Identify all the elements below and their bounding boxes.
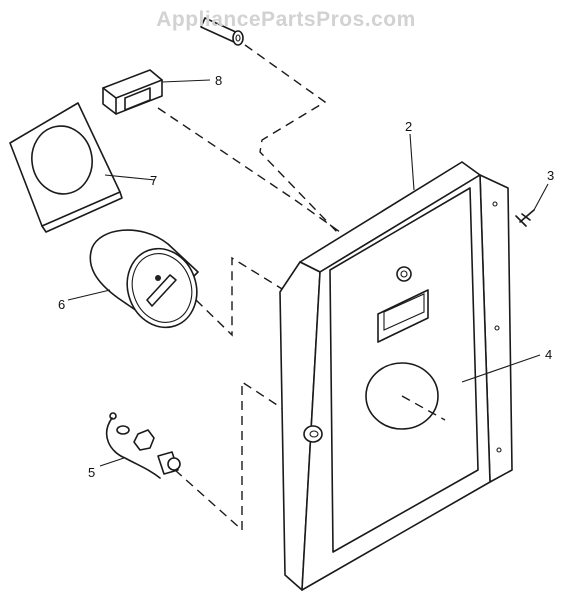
part-3-screw [515,183,549,227]
callout-5: 5 [88,465,95,480]
part-2-control-panel [279,161,513,591]
part-5-wire-assembly [99,412,181,479]
part-4-leader [461,354,541,383]
callout-7: 7 [150,173,157,188]
callout-6: 6 [58,297,65,312]
part-8-rocker-switch [102,69,341,233]
callout-8: 8 [215,73,222,88]
part-7-bezel-plate [9,102,156,233]
callout-4: 4 [545,347,552,362]
callout-2-leader [409,133,415,191]
callout-3: 3 [547,168,554,183]
callout-2: 2 [405,119,412,134]
part-6-timer-dial [67,229,301,337]
watermark-text: AppliancePartsPros.com [156,8,416,31]
part-1-pin [200,17,341,236]
